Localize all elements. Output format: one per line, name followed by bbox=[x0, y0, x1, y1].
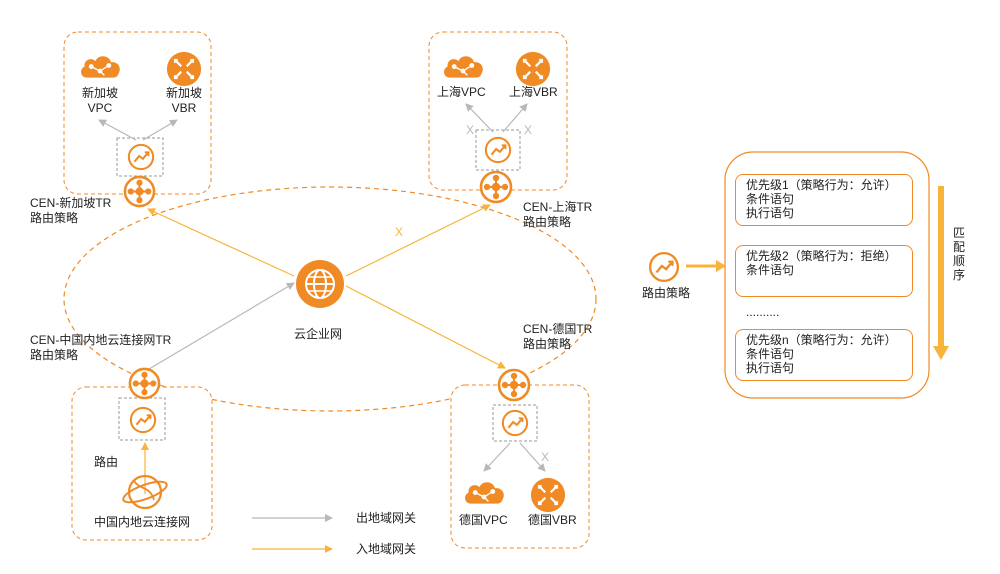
tr-label-shanghai: CEN-上海TR 路由策略 bbox=[523, 200, 593, 229]
rule-action: 执行语句 bbox=[746, 361, 795, 375]
ccn-globe-icon bbox=[122, 474, 168, 510]
region-box-shanghai bbox=[428, 31, 568, 191]
de-tr-icon bbox=[497, 368, 531, 402]
rule-condition: 条件语句 bbox=[746, 192, 795, 206]
cen-globe-icon bbox=[296, 260, 344, 308]
sg-tr-icon bbox=[123, 175, 156, 208]
tr-label-germany: CEN-德国TR 路由策略 bbox=[523, 322, 593, 351]
sh-tr-icon bbox=[479, 170, 513, 204]
route-policy-icon bbox=[648, 251, 680, 283]
de-vbr-label: 德国VBR bbox=[528, 513, 577, 527]
sg-vpc-label: 新加坡 VPC bbox=[81, 86, 118, 115]
rule-condition: 条件语句 bbox=[746, 263, 795, 277]
cn-tr-icon bbox=[128, 367, 161, 400]
sg-vbr-label: 新加坡 VBR bbox=[165, 86, 202, 115]
blocked-mark: X bbox=[541, 450, 550, 464]
sh-vbr-icon bbox=[515, 51, 551, 87]
sh-vbr-label: 上海VBR bbox=[509, 85, 558, 99]
match-order-label: 匹配顺序 bbox=[953, 226, 966, 282]
de-policy-icon bbox=[501, 409, 529, 437]
cen-label: 云企业网 bbox=[294, 327, 343, 341]
sg-policy-icon bbox=[127, 143, 155, 171]
sg-vbr-icon bbox=[166, 51, 202, 87]
policy-rule-1: 优先级1（策略行为：允许） 条件语句 执行语句 bbox=[735, 174, 913, 226]
de-vpc-label: 德国VPC bbox=[459, 513, 508, 527]
rules-ellipsis: .......... bbox=[746, 305, 780, 319]
ccn-label: 中国内地云连接网 bbox=[94, 515, 191, 529]
sh-policy-icon bbox=[484, 136, 512, 164]
sh-vpc-label: 上海VPC bbox=[437, 85, 486, 99]
match-order-arrow bbox=[933, 186, 949, 360]
cn-policy-icon bbox=[129, 406, 157, 434]
blocked-mark: X bbox=[466, 123, 475, 137]
rule-action: 执行语句 bbox=[746, 206, 795, 220]
rule-condition: 条件语句 bbox=[746, 347, 795, 361]
policy-rule-2: 优先级2（策略行为：拒绝） 条件语句 bbox=[735, 245, 913, 297]
legend-egress-label: 出地域网关 bbox=[356, 511, 417, 525]
route-policy-label: 路由策略 bbox=[642, 286, 691, 300]
rule-priority: 优先级2（策略行为：拒绝） bbox=[746, 249, 897, 263]
blocked-mark: X bbox=[524, 123, 533, 137]
cen-ring bbox=[63, 186, 597, 412]
tr-label-singapore: CEN-新加坡TR 路由策略 bbox=[30, 196, 112, 225]
route-label: 路由 bbox=[94, 455, 119, 469]
rule-priority: 优先级n（策略行为：允许） bbox=[746, 333, 897, 347]
rule-priority: 优先级1（策略行为：允许） bbox=[746, 178, 897, 192]
policy-rule-n: 优先级n（策略行为：允许） 条件语句 执行语句 bbox=[735, 329, 913, 381]
tr-label-china-ccn: CEN-中国内地云连接网TR 路由策略 bbox=[30, 333, 172, 362]
de-vbr-icon bbox=[530, 477, 566, 513]
blocked-mark: X bbox=[395, 225, 404, 239]
legend-ingress-label: 入地域网关 bbox=[356, 542, 417, 556]
